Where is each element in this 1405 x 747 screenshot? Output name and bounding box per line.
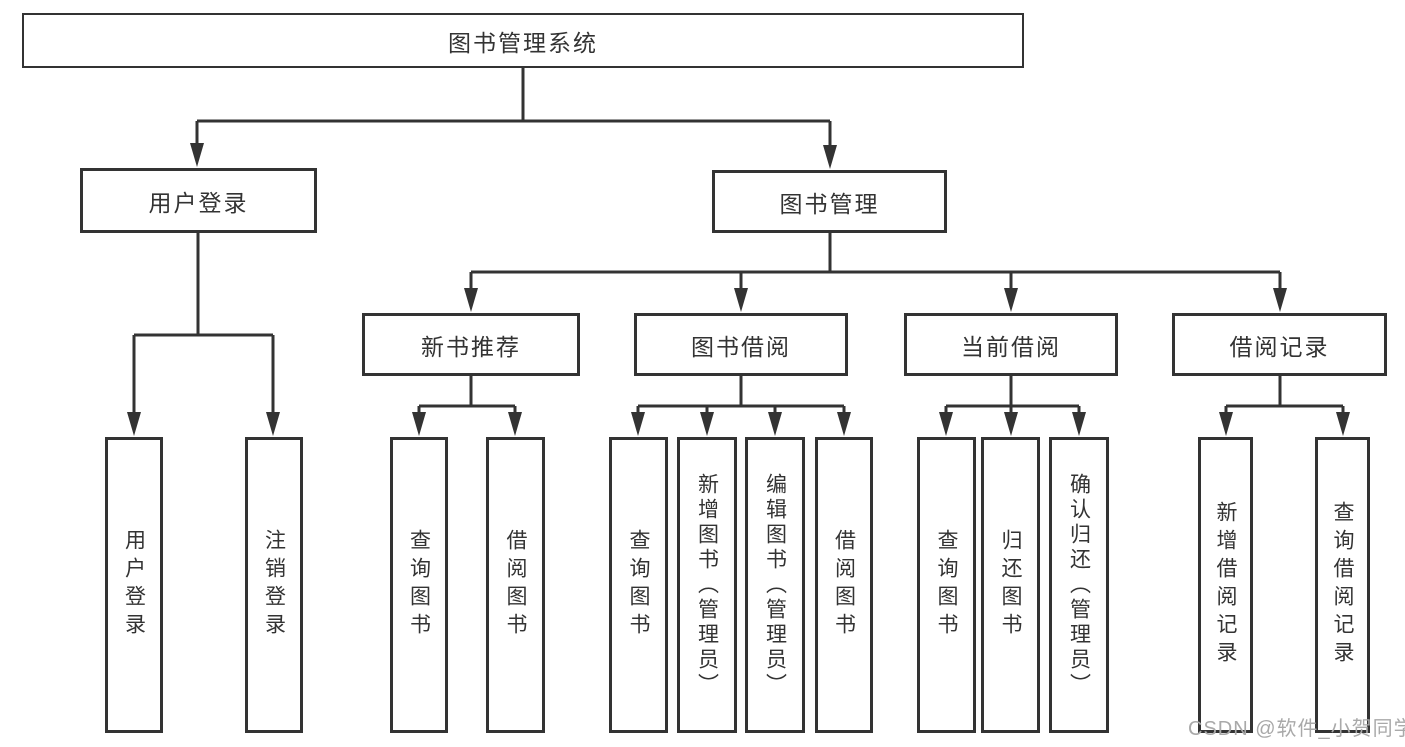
leaf-return-book: 归还图书 [981, 437, 1040, 733]
node-borrow-records: 借阅记录 [1172, 313, 1387, 376]
leaf-borrow-books-recommend: 借阅图书 [486, 437, 545, 733]
leaf-query-books-borrow: 查询图书 [609, 437, 668, 733]
leaf-query-borrow-record: 查询借阅记录 [1315, 437, 1370, 733]
leaf-add-borrow-record: 新增借阅记录 [1198, 437, 1253, 733]
node-book-management: 图书管理 [712, 170, 947, 233]
watermark: CSDN @软件_小贺同学 [1188, 718, 1405, 740]
leaf-borrow-books: 借阅图书 [815, 437, 873, 733]
leaf-confirm-return-admin: 确认归还（管理员） [1049, 437, 1109, 733]
leaf-user-login: 用户登录 [105, 437, 163, 733]
leaf-query-books-recommend: 查询图书 [390, 437, 448, 733]
leaf-query-books-current: 查询图书 [917, 437, 976, 733]
node-user-login-branch: 用户登录 [80, 168, 317, 233]
node-current-borrow: 当前借阅 [904, 313, 1118, 376]
leaf-add-book-admin: 新增图书（管理员） [677, 437, 737, 733]
arrowheads [127, 143, 1350, 436]
leaf-logout: 注销登录 [245, 437, 303, 733]
node-book-borrow: 图书借阅 [634, 313, 848, 376]
node-new-book-recommend: 新书推荐 [362, 313, 580, 376]
node-library-system: 图书管理系统 [22, 13, 1024, 68]
leaf-edit-book-admin: 编辑图书（管理员） [745, 437, 805, 733]
